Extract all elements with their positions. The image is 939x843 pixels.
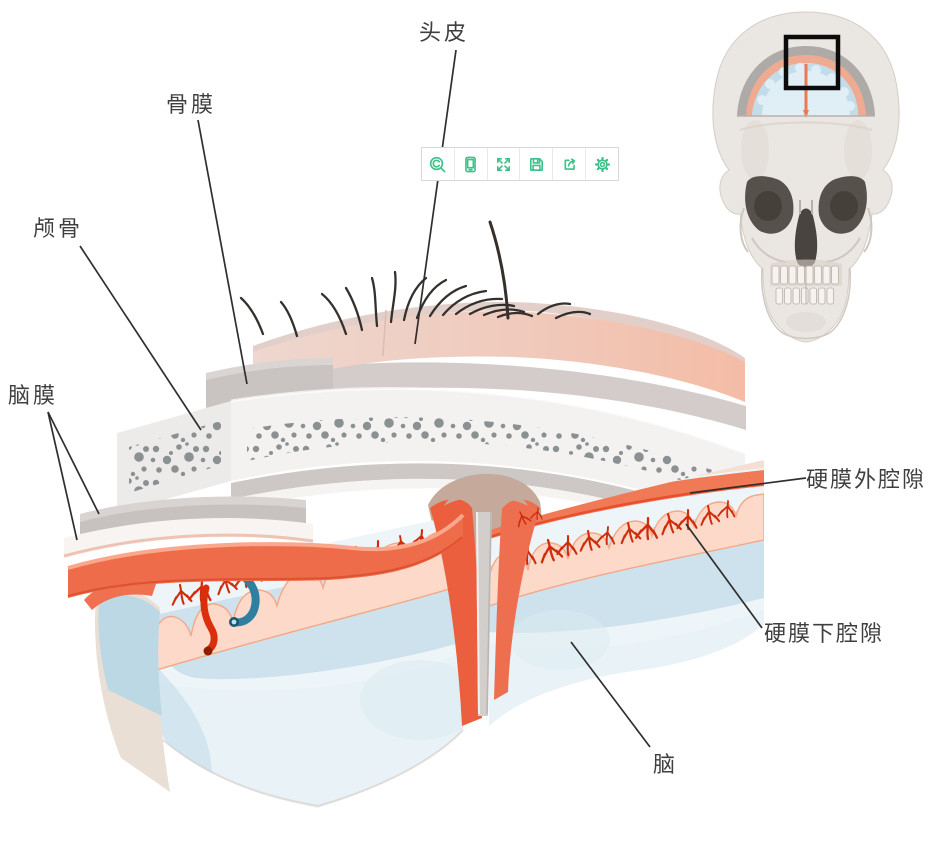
save-icon: [529, 157, 543, 171]
label-periosteum: 骨膜: [166, 92, 217, 117]
label-subdural-space: 硬膜下腔隙: [764, 621, 885, 646]
region-highlight-box: [783, 34, 841, 91]
label-scalp: 头皮: [419, 20, 470, 45]
subscalp-layer: [300, 362, 746, 430]
nasal-aperture: [794, 208, 818, 268]
leader-brain: [570, 641, 651, 748]
settings-icon: [594, 156, 610, 172]
share-button[interactable]: [553, 148, 587, 180]
tissue-block: [63, 220, 764, 808]
leader-subdural: [685, 523, 763, 629]
viewer-toolbar: [421, 147, 619, 181]
arachnoid-strip: [64, 518, 313, 558]
teeth: [770, 259, 842, 305]
meninges-strips: [63, 496, 465, 598]
fullscreen-icon: [497, 157, 511, 171]
eye-sockets: [745, 176, 867, 234]
leader-scalp: [414, 49, 457, 345]
save-button[interactable]: [520, 148, 554, 180]
leader-skull: [79, 245, 202, 431]
zoom-search-button[interactable]: [422, 148, 455, 180]
settings-button[interactable]: [586, 148, 618, 180]
left-block-side-face: [84, 576, 170, 792]
falx-fold: [430, 487, 545, 726]
share-icon: [564, 157, 575, 170]
leader-epidural: [689, 477, 807, 494]
periosteum-layer: [206, 358, 333, 408]
skull-inset: [712, 11, 900, 343]
hairs: [239, 220, 592, 338]
leader-lines: [47, 49, 807, 748]
label-brain: 脑: [653, 752, 679, 777]
label-epidural-space: 硬膜外腔隙: [806, 467, 927, 492]
dura-strip: [68, 515, 463, 598]
label-skull-bone: 颅骨: [33, 216, 84, 241]
leader-periosteum: [197, 119, 248, 385]
mobile-device-icon: [465, 156, 477, 172]
mobile-device-button[interactable]: [454, 148, 488, 180]
leader-meninges-2: [47, 411, 78, 541]
artery: [200, 584, 218, 654]
skull-layer: [117, 387, 746, 523]
scalp-layer: [239, 220, 745, 402]
diploe-dots: [247, 417, 737, 499]
zoom-search-icon: [430, 156, 446, 172]
leader-meninges-1: [47, 411, 100, 515]
label-meninges: 脑膜: [8, 383, 59, 408]
fullscreen-button[interactable]: [487, 148, 521, 180]
